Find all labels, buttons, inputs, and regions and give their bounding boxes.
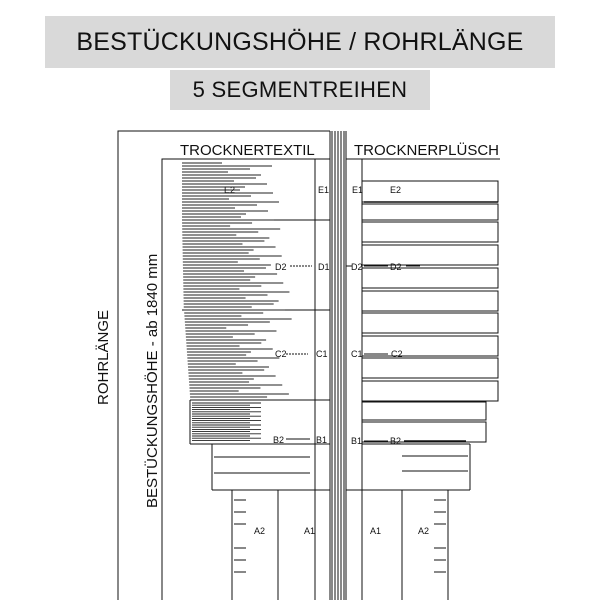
segment-label-right-d2-inner: D2 bbox=[351, 262, 363, 272]
segment-label-left-a2: A2 bbox=[254, 526, 265, 536]
bestueckungshoehe-label: BESTÜCKUNGSHÖHE - ab 1840 mm bbox=[143, 254, 161, 508]
rohrlaenge-label: ROHRLÄNGE bbox=[95, 310, 112, 405]
center-tube bbox=[329, 131, 347, 600]
page-title: BESTÜCKUNGSHÖHE / ROHRLÄNGE bbox=[76, 27, 524, 56]
left-lower-block-lines bbox=[214, 456, 310, 474]
segment-label-left-d1: D1 bbox=[318, 262, 330, 272]
page-subtitle: 5 SEGMENTREIHEN bbox=[192, 77, 408, 102]
label-connectors bbox=[286, 201, 498, 442]
segment-label-right-c1: C1 bbox=[351, 349, 363, 359]
segment-label-left-d2: D2 bbox=[275, 262, 287, 272]
right-column-label: TROCKNERPLÜSCH bbox=[354, 141, 499, 159]
segment-label-left-b2: B2 bbox=[273, 435, 284, 445]
segment-label-right-d2-outer: D2 bbox=[390, 262, 402, 272]
segment-label-left-a1: A1 bbox=[304, 526, 315, 536]
title-banner: BESTÜCKUNGSHÖHE / ROHRLÄNGE bbox=[45, 16, 555, 68]
segment-label-right-e1: E1 bbox=[352, 185, 363, 195]
segment-label-right-c2: C2 bbox=[391, 349, 403, 359]
segment-label-right-a1: A1 bbox=[370, 526, 381, 536]
segment-label-left-e2: E2 bbox=[224, 185, 235, 195]
right-slats bbox=[361, 180, 499, 490]
segment-label-left-c1: C1 bbox=[316, 349, 328, 359]
subtitle-banner: 5 SEGMENTREIHEN bbox=[170, 70, 430, 110]
segment-label-right-b2: B2 bbox=[390, 436, 401, 446]
left-hatch-lines bbox=[182, 162, 292, 441]
segment-label-left-e1: E1 bbox=[318, 185, 329, 195]
segment-label-right-e2: E2 bbox=[390, 185, 401, 195]
segment-label-left-c2: C2 bbox=[275, 349, 287, 359]
segment-label-left-b1: B1 bbox=[316, 435, 327, 445]
segment-label-right-b1: B1 bbox=[351, 436, 362, 446]
a-segment-ticks bbox=[234, 499, 446, 573]
rohrlaenge-bracket bbox=[117, 130, 330, 600]
segment-label-right-a2: A2 bbox=[418, 526, 429, 536]
left-column-label: TROCKNERTEXTIL bbox=[180, 142, 315, 159]
bestueckungshoehe-bracket bbox=[161, 158, 178, 600]
